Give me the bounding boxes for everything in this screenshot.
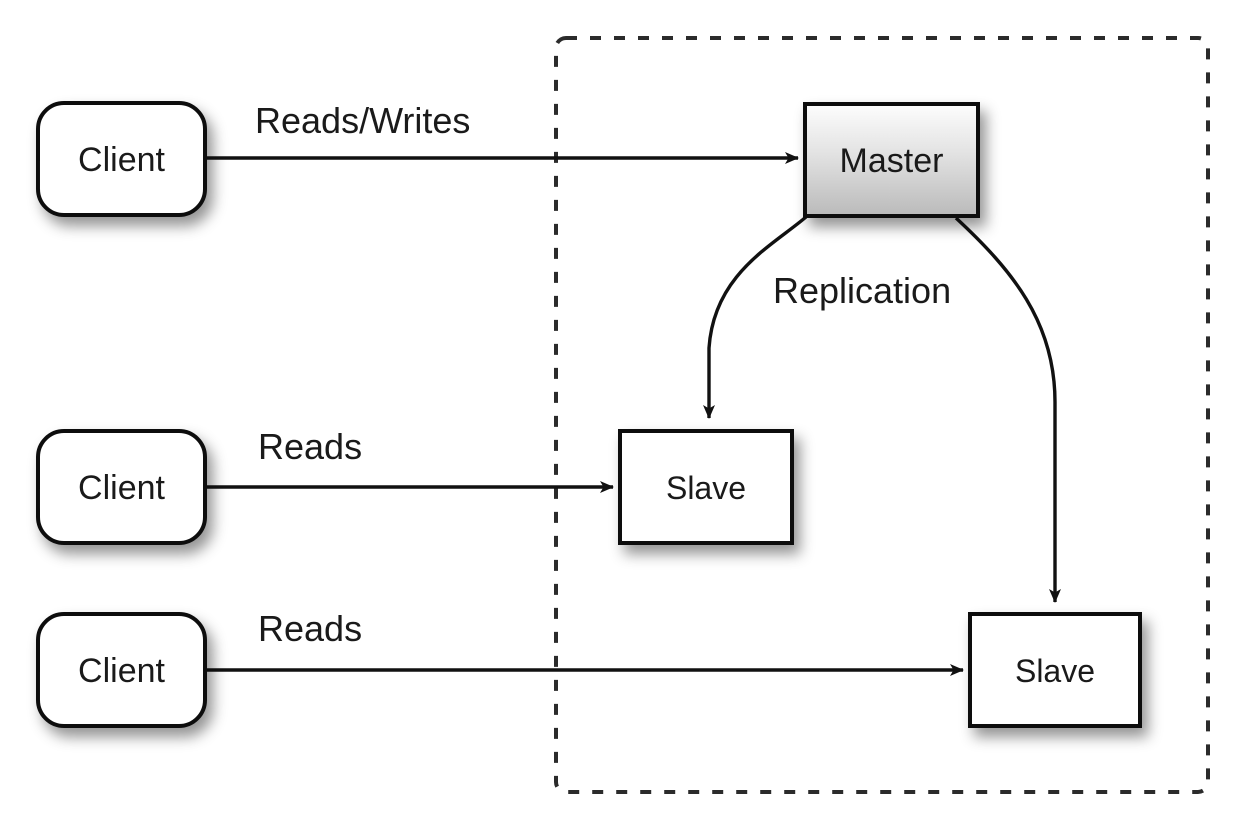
client-3-shape (36, 612, 207, 728)
client-1-shape (36, 101, 207, 217)
client-2-shape (36, 429, 207, 545)
edge-label-replication: Replication (773, 270, 951, 311)
node-slave-2[interactable]: Slave (968, 612, 1142, 728)
edge-master-slave2 (954, 216, 1061, 603)
slave-1-shape (618, 429, 794, 545)
edge-master-slave2-path (954, 216, 1061, 603)
master-shape (803, 102, 980, 218)
edge-label-reads-writes: Reads/Writes (255, 100, 470, 141)
client-2-label: Client (78, 469, 165, 507)
node-master[interactable]: Master (803, 102, 980, 218)
node-client-2[interactable]: Client (36, 429, 207, 545)
slave-2-label: Slave (1015, 653, 1095, 689)
edge-master-slave1 (703, 215, 808, 419)
boundary-dashed-rect (554, 36, 1210, 794)
slave-1-label: Slave (666, 470, 746, 506)
node-slave-1[interactable]: Slave (618, 429, 794, 545)
edge-label-reads-1: Reads (258, 426, 362, 467)
client-3-label: Client (78, 652, 165, 690)
edge-master-slave1-path (703, 215, 808, 419)
slave-2-shape (968, 612, 1142, 728)
node-client-1[interactable]: Client (36, 101, 207, 217)
client-1-label: Client (78, 141, 165, 179)
edge-label-reads-2: Reads (258, 608, 362, 649)
master-label: Master (840, 142, 944, 180)
node-client-3[interactable]: Client (36, 612, 207, 728)
